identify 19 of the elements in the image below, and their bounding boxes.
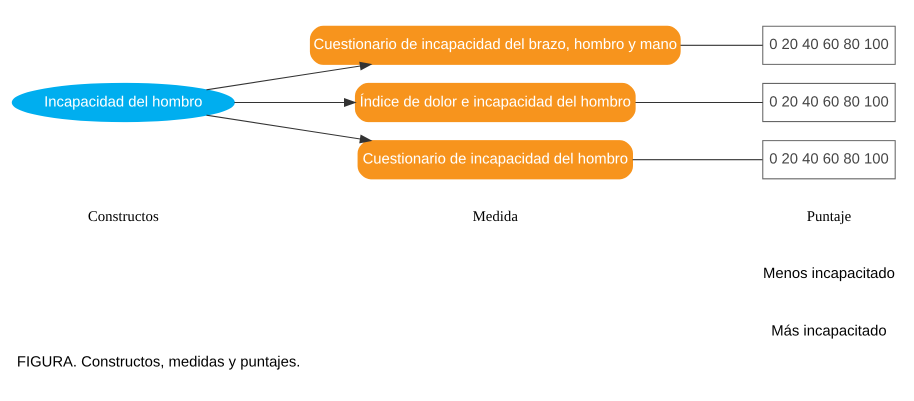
node-ellipse: Incapacidad del hombro [12,82,235,122]
node-box: 0 20 40 60 80 100 [762,140,896,180]
label: Puntaje [806,208,852,225]
arrow [206,62,372,90]
label: Constructos [88,208,159,225]
arrow [234,98,357,107]
connector [680,44,763,46]
label: Más incapacitado [771,323,887,340]
label: Medida [472,208,518,225]
label: Menos incapacitado [763,266,895,282]
node-box: Índice de dolor e incapacidad del hombro [354,82,636,122]
connector [636,102,763,104]
arrow [206,114,372,144]
caption: FIGURA. Constructos, medidas y puntajes. [16,354,300,370]
node-box: Cuestionario de incapacidad del hombro [358,140,633,180]
node-box: Cuestionario de incapacidad del brazo, hombro y mano [310,26,681,65]
connector [632,159,762,160]
node-box: 0 20 40 60 80 100 [762,26,896,65]
node-box: 0 20 40 60 80 100 [762,82,896,122]
